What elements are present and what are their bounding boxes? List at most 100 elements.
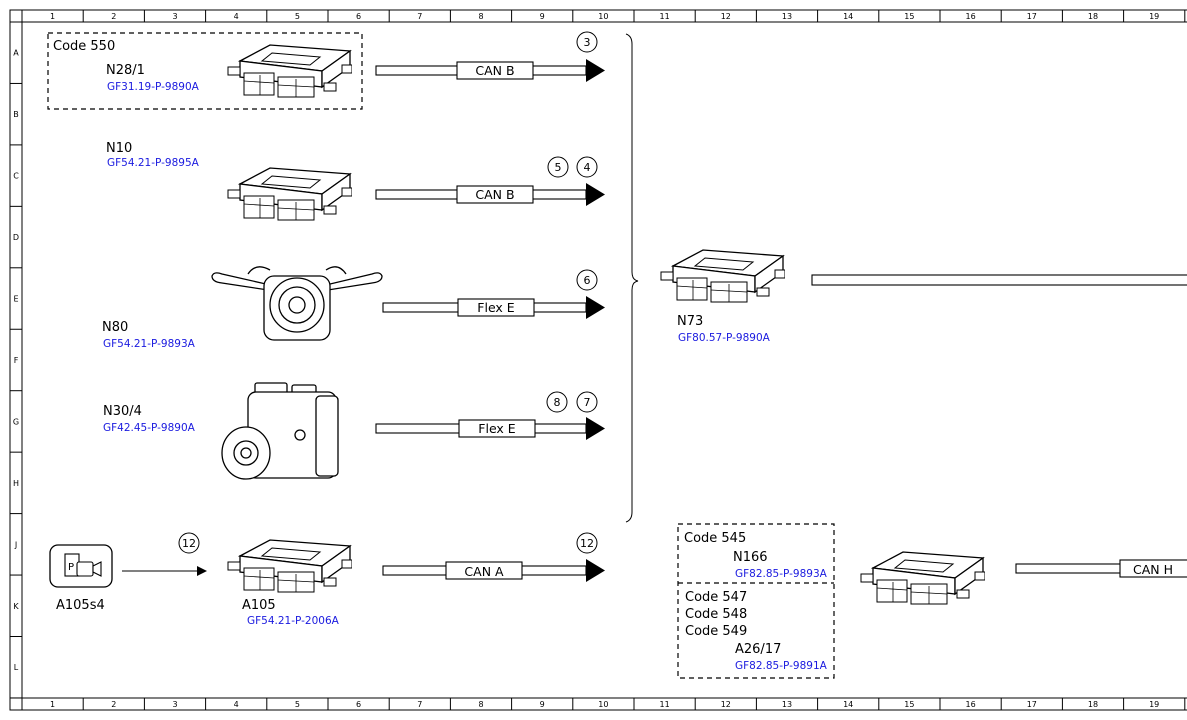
code-label: Code 550: [53, 39, 115, 54]
row-label: E: [13, 295, 18, 304]
row-label: J: [14, 540, 17, 549]
component-a105s4[interactable]: P A105s4: [49, 544, 113, 613]
column-label: 8: [478, 700, 483, 709]
column-label: 1: [50, 12, 55, 21]
component-name: N73: [677, 314, 703, 329]
reference-link[interactable]: GF82.85-P-9893A: [735, 568, 828, 580]
arrow-icon: [586, 183, 605, 206]
column-label: 16: [966, 700, 976, 709]
row-label: G: [13, 417, 19, 426]
column-label: 14: [843, 700, 853, 709]
column-label: 11: [660, 700, 670, 709]
column-label: 11: [660, 12, 670, 21]
component-a105[interactable]: A105 GF54.21-P-2006A: [227, 539, 352, 627]
bus-line-n73: [811, 274, 1187, 286]
reference-link[interactable]: GF82.85-P-9891A: [735, 660, 828, 672]
column-label: 3: [172, 12, 177, 21]
callout-5: 5: [547, 156, 569, 178]
component-a26-17[interactable]: Code 547 Code 548 Code 549 A26/17 GF82.8…: [685, 590, 828, 672]
svg-text:8: 8: [554, 396, 561, 409]
row-label: A: [13, 49, 19, 58]
component-name: N166: [733, 550, 768, 565]
reference-link[interactable]: GF31.19-P-9890A: [107, 81, 200, 93]
component-name: A105: [242, 598, 276, 613]
component-n80[interactable]: N80 GF54.21-P-9893A: [102, 266, 383, 350]
reference-link[interactable]: GF42.45-P-9890A: [103, 422, 196, 434]
reference-link[interactable]: GF54.21-P-9895A: [107, 157, 200, 169]
column-label: 6: [356, 700, 361, 709]
column-label: 9: [540, 12, 545, 21]
arrow-icon: [586, 296, 605, 319]
column-label: 17: [1027, 700, 1037, 709]
bus-can-a[interactable]: CAN A: [382, 559, 605, 582]
column-grid: 1122334455667788991010111112121313141415…: [50, 10, 1186, 710]
option-box: [47, 32, 363, 110]
row-label: C: [13, 172, 19, 181]
column-label: 16: [966, 12, 976, 21]
arrow-icon: [586, 417, 605, 440]
option-box: [677, 523, 835, 679]
column-label: 19: [1149, 12, 1159, 21]
reference-link[interactable]: GF54.21-P-2006A: [247, 615, 340, 627]
row-label: F: [14, 356, 19, 365]
callout-3: 3: [576, 31, 598, 53]
component-n28-1[interactable]: Code 550 N28/1 GF31.19-P-9890A: [47, 32, 363, 110]
ecu-icon: [227, 44, 352, 98]
bus-label: CAN H: [1133, 562, 1173, 577]
column-label: 5: [295, 700, 300, 709]
column-label: 2: [111, 700, 116, 709]
bus-flex-e-2[interactable]: Flex E: [375, 417, 605, 440]
svg-text:P: P: [68, 562, 74, 573]
bus-can-b-2[interactable]: CAN B: [375, 183, 605, 206]
component-n10[interactable]: N10 GF54.21-P-9895A: [106, 141, 352, 221]
column-label: 14: [843, 12, 853, 21]
component-name: N80: [102, 320, 128, 335]
svg-text:4: 4: [584, 161, 591, 174]
column-label: 10: [598, 700, 608, 709]
arrow-icon: [586, 59, 605, 82]
component-name: N28/1: [106, 63, 145, 78]
column-label: 13: [782, 12, 792, 21]
column-label: 18: [1088, 700, 1098, 709]
svg-text:12: 12: [580, 537, 594, 550]
svg-text:3: 3: [584, 36, 591, 49]
row-label: K: [13, 602, 19, 611]
callout-12-a: 12: [178, 532, 200, 554]
column-label: 15: [904, 12, 914, 21]
drawing-frame: [9, 9, 1187, 711]
bus-can-h[interactable]: CAN H: [1015, 559, 1187, 578]
column-label: 7: [417, 700, 422, 709]
component-n166[interactable]: Code 545 N166 GF82.85-P-9893A: [677, 523, 835, 679]
row-label: L: [14, 663, 19, 672]
bus-flex-e-1[interactable]: Flex E: [382, 296, 605, 319]
bus-label: CAN B: [475, 187, 514, 202]
reference-link[interactable]: GF54.21-P-9893A: [103, 338, 196, 350]
reference-link[interactable]: GF80.57-P-9890A: [678, 332, 771, 344]
column-label: 9: [540, 700, 545, 709]
bus-can-b-1[interactable]: CAN B: [375, 59, 605, 82]
component-n30-4[interactable]: N30/4 GF42.45-P-9890A: [103, 382, 339, 480]
code-label: Code 547: [685, 590, 747, 605]
column-label: 4: [234, 12, 239, 21]
ecu-icon: [860, 551, 985, 605]
ecu-icon: [660, 249, 785, 303]
column-label: 3: [172, 700, 177, 709]
callout-4: 4: [576, 156, 598, 178]
component-n73[interactable]: N73 GF80.57-P-9890A: [660, 249, 785, 344]
column-label: 1: [50, 700, 55, 709]
svg-text:6: 6: [584, 274, 591, 287]
column-label: 4: [234, 700, 239, 709]
group-brace: [625, 33, 639, 523]
column-label: 17: [1027, 12, 1037, 21]
column-label: 7: [417, 12, 422, 21]
callout-8: 8: [546, 391, 568, 413]
component-name: A26/17: [735, 642, 781, 657]
column-label: 6: [356, 12, 361, 21]
bus-label: Flex E: [477, 300, 515, 315]
camera-icon: P: [64, 553, 102, 577]
svg-text:5: 5: [555, 161, 562, 174]
code-label: Code 545: [684, 531, 746, 546]
bus-label: CAN A: [464, 564, 504, 579]
column-label: 10: [598, 12, 608, 21]
